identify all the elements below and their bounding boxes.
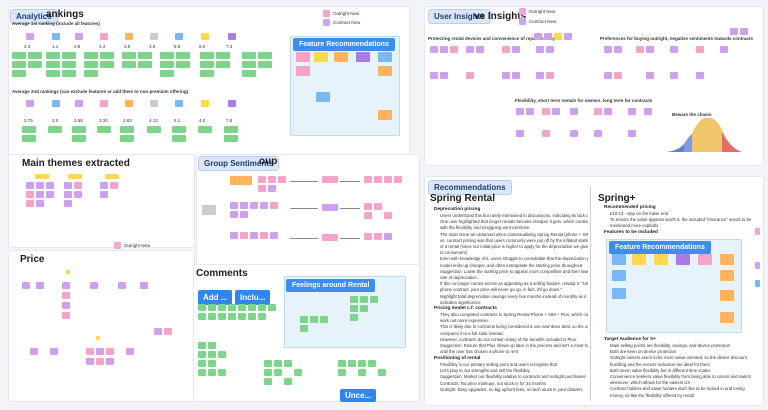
score: 3.9	[124, 44, 131, 49]
positioning-list: Flexibility is our primary selling point…	[440, 362, 587, 392]
legend-label-contract: Contract New	[529, 19, 557, 24]
score: 1.1	[52, 44, 59, 49]
score: 4.3	[99, 44, 106, 49]
spring-plus-feature-title: Feature Recommendations	[609, 241, 711, 254]
score: 2.8	[74, 44, 81, 49]
price-title: Price	[20, 254, 45, 265]
analytics-tag[interactable]: Analytics	[10, 9, 58, 24]
protecting-insight-label: Protecting rental devices and convenienc…	[428, 36, 556, 41]
uncertainty-card[interactable]: Unce...	[340, 389, 377, 402]
avg-1st-ranking-label: Average 1st ranking (include all feature…	[12, 21, 100, 26]
pricing-model-heading: Pricing model c.f. contracts	[434, 306, 497, 311]
target-audience-heading: Target Audience for S+	[604, 337, 657, 342]
feature-recommendations-title: Feature Recommendations	[293, 38, 395, 51]
legend-swatch-outright	[323, 10, 330, 17]
score: 3.9	[149, 44, 156, 49]
add-card[interactable]: Add ...	[198, 290, 233, 305]
spring-plus-title: Spring+	[598, 193, 636, 204]
legend-label-contract: Contract New	[333, 20, 361, 25]
score: 2.63	[123, 118, 132, 123]
feelings-around-rental-title: Feelings around Rental	[286, 279, 376, 292]
recommendations-tag[interactable]: Recommendations	[428, 180, 512, 195]
score: 3.58	[74, 118, 83, 123]
user-insights-title: ve Insights	[474, 11, 527, 22]
price-frame[interactable]	[8, 250, 195, 402]
score: 4.13	[149, 118, 158, 123]
positioning-heading: Positioning of rental	[434, 356, 481, 361]
spring-rental-title: Spring Rental	[430, 193, 496, 204]
recommended-pricing-heading: Recommended pricing	[604, 205, 656, 210]
target-audience-list: Main selling points are flexibility, sav…	[610, 343, 751, 398]
score: 5.8	[174, 44, 181, 49]
group-sentiments-title: oup	[259, 156, 278, 167]
feature-recommendations-panel[interactable]	[290, 36, 400, 136]
themes-title: Main themes extracted	[22, 158, 130, 169]
score: 5.1	[174, 118, 181, 123]
features-included-heading: Features to be included	[604, 230, 658, 235]
recommendations-divider	[590, 186, 591, 401]
legend-swatch-outright	[519, 8, 526, 15]
score: 3.34	[99, 118, 108, 123]
legend-label-outright: Outright New	[333, 11, 360, 16]
score: 4.0	[199, 118, 206, 123]
analytics-title: ankings	[46, 9, 84, 20]
score: 7.3	[226, 44, 233, 49]
legend-swatch-outright	[114, 242, 121, 249]
includes-card[interactable]: Inclu...	[235, 290, 271, 305]
adoption-curve-chart	[664, 114, 744, 154]
chart-caption: Beware the chasm	[672, 112, 712, 117]
score: 3.0	[52, 118, 59, 123]
legend-label-outright: Outright New	[529, 9, 556, 14]
score: 3.75	[24, 118, 33, 123]
legend-label-outright: Outright New	[124, 243, 151, 248]
group-sentiments-tag[interactable]: Group Sentiments	[198, 156, 280, 171]
legend-swatch-contract	[323, 19, 330, 26]
pricing-model-list: They also compared contracts to Spring R…	[440, 312, 588, 355]
score: 6.0	[199, 44, 206, 49]
spring-plus-feature-panel[interactable]	[606, 239, 742, 333]
legend-swatch-contract	[519, 18, 526, 25]
score: 7.8	[226, 118, 233, 123]
preferences-insight-label: Preferences for buying outright, negativ…	[600, 36, 754, 41]
score: 2.3	[24, 44, 31, 49]
comments-title: Comments	[196, 268, 248, 279]
flexibility-insight-label: Flexibility, short term rentals for owne…	[515, 98, 653, 103]
depreciation-pricing-heading: Depreciation pricing	[434, 207, 481, 212]
user-insights-tag[interactable]: User Insights	[428, 9, 491, 24]
depreciation-pricing-list: Users understood this but rarely mention…	[440, 213, 588, 305]
recommended-pricing-list: £10-13 - stay on the lower end To ensure…	[610, 211, 752, 229]
avg-2nd-ranking-label: Average 2nd rankings (can exclude featur…	[12, 89, 189, 94]
